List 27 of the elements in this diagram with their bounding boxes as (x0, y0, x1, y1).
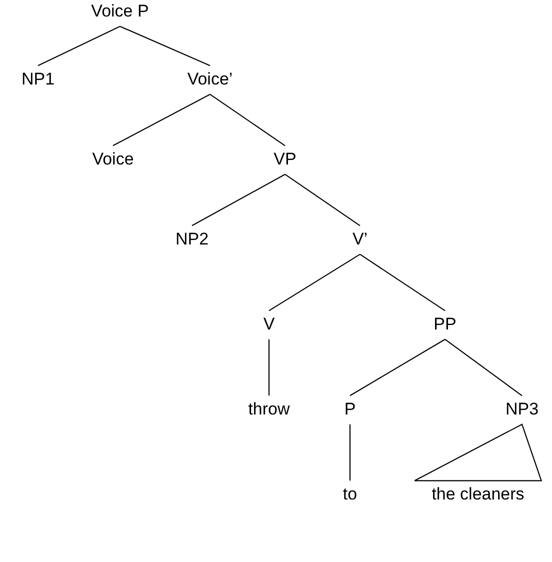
tree-branch-line (268, 339, 270, 396)
tree-branch-line (112, 94, 210, 146)
triangle-branch (414, 424, 542, 482)
tree-branch-line (350, 338, 446, 396)
tree-node-label: throw (245, 396, 293, 424)
tree-branch-line (444, 338, 522, 396)
tree-branch-line (360, 254, 446, 312)
tree-branch-line (284, 174, 360, 226)
tree-node-label: V’ (349, 226, 371, 254)
tree-node-label: Voice P (88, 0, 152, 26)
tree-branch-line (349, 424, 351, 481)
tree-node-label: to (340, 480, 360, 510)
tree-node-label: NP3 (502, 396, 542, 424)
tree-node-label: PP (430, 310, 460, 340)
tree-branch-line (268, 254, 360, 312)
tree-node-label: Voice’ (184, 66, 236, 94)
tree-branch-line (38, 26, 120, 66)
tree-branch-line (120, 26, 210, 66)
tree-node-label: Voice (89, 146, 137, 174)
tree-node-label: V (260, 310, 278, 340)
tree-node-label: NP2 (172, 226, 212, 254)
tree-node-label: the cleaners (428, 480, 528, 510)
tree-branch-line (192, 174, 286, 226)
tree-node-label: VP (270, 146, 300, 174)
tree-node-label: P (341, 396, 359, 424)
tree-node-label: NP1 (18, 66, 58, 94)
tree-branch-line (210, 94, 286, 146)
